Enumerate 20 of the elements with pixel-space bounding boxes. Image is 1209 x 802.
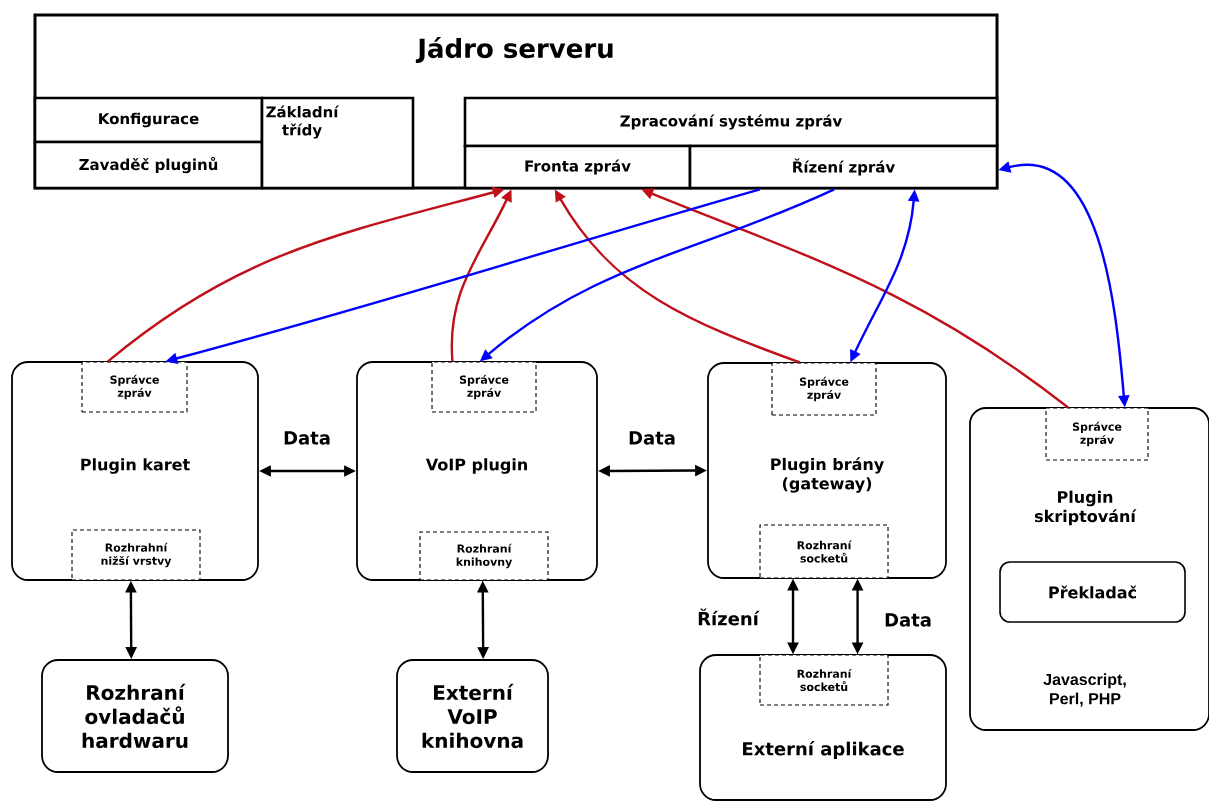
- edge-label: Data: [883, 612, 933, 628]
- interface-box: Správce zpráv: [431, 361, 537, 413]
- module-box: Řízení zpráv: [688, 144, 999, 190]
- module-box: Fronta zpráv: [463, 144, 692, 190]
- interface-box: Rozhraní knihovny: [419, 531, 549, 581]
- plugin-box: Externí VoIP knihovna: [396, 659, 549, 773]
- interface-box: Správce zpráv: [1045, 407, 1149, 461]
- edge-label: Řízení: [696, 607, 760, 627]
- interface-box: Správce zpráv: [81, 361, 188, 413]
- interpreter-box: Překladač: [999, 561, 1186, 623]
- module-box: Základní třídy: [260, 96, 415, 190]
- module-box: Zavaděč pluginů: [33, 140, 264, 190]
- interface-box: Rozhrahní nižší vrstvy: [71, 529, 201, 581]
- interface-box: Rozhraní socketů: [759, 654, 889, 706]
- plugin-box: Rozhraní ovladačů hardwaru: [41, 659, 229, 773]
- module-box: Konfigurace: [33, 96, 264, 144]
- interface-box: Rozhraní socketů: [759, 524, 889, 579]
- edge-label: Data: [627, 430, 677, 446]
- interface-box: Správce zpráv: [771, 362, 877, 416]
- edge-label: Data: [282, 430, 332, 446]
